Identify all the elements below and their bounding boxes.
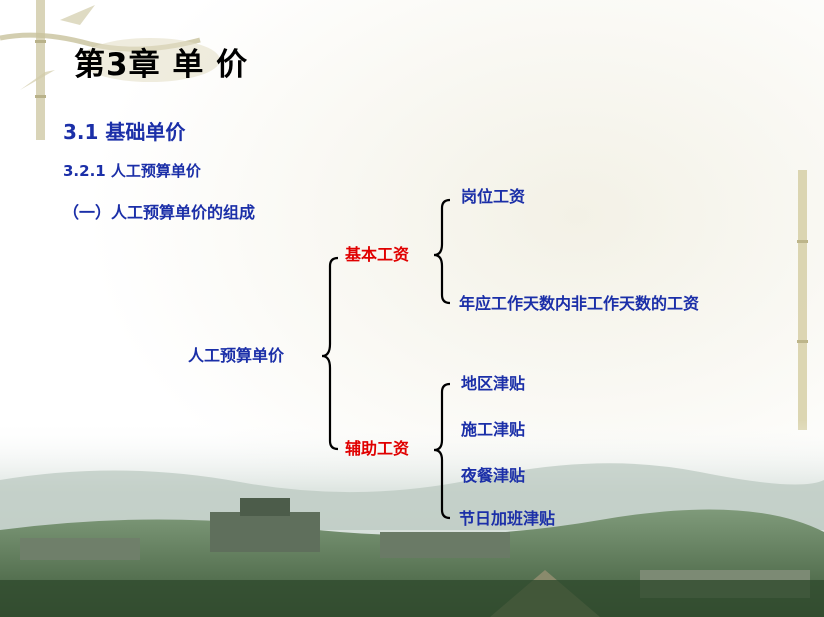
item-holiday-overtime-allowance: 节日加班津贴 [459, 509, 556, 528]
subsection-heading: 3.2.1 人工预算单价 [63, 162, 201, 180]
item-non-working-day-wage: 年应工作天数内非工作天数的工资 [459, 294, 700, 313]
slide-title: 第3章 单 价 [74, 47, 249, 83]
item-night-meal-allowance: 夜餐津贴 [461, 466, 526, 485]
item-post-wage: 岗位工资 [461, 187, 526, 206]
bamboo-decoration-right [797, 170, 808, 430]
branch-auxiliary-wage: 辅助工资 [345, 439, 410, 458]
tree-root: 人工预算单价 [188, 346, 285, 365]
landscape-scenery [0, 420, 824, 617]
section-heading: 3.1 基础单价 [63, 120, 186, 144]
item-regional-allowance: 地区津贴 [461, 374, 526, 393]
branch-basic-wage: 基本工资 [345, 245, 410, 264]
item-construction-allowance: 施工津贴 [461, 420, 526, 439]
composition-heading: （一）人工预算单价的组成 [63, 203, 256, 222]
bamboo-decoration-top-left [0, 0, 220, 140]
